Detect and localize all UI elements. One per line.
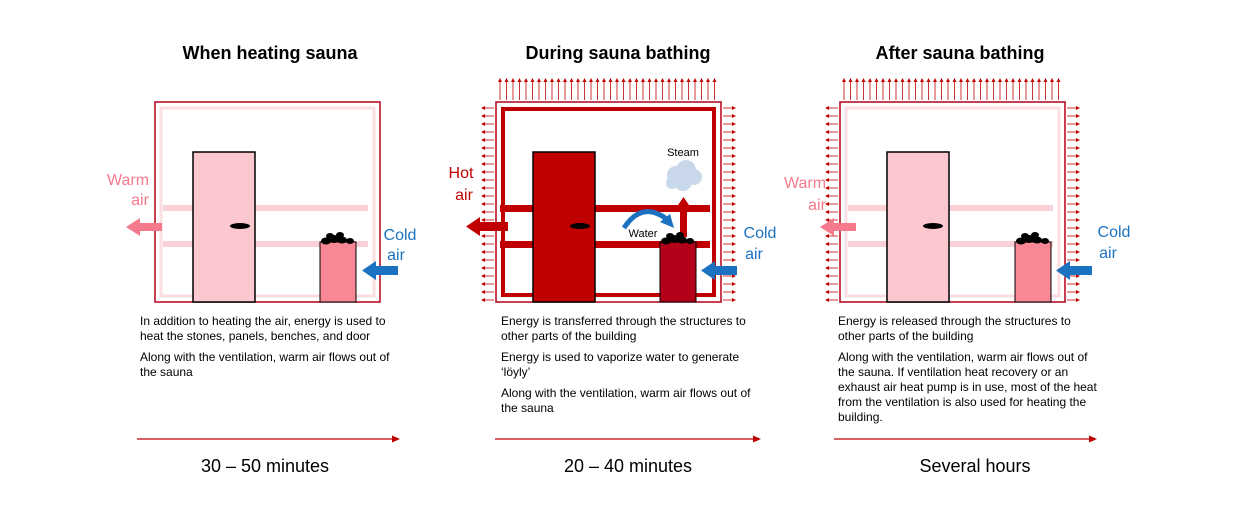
steam-label: Steam: [667, 147, 699, 159]
duration-label: Several hours: [919, 456, 1031, 476]
cold-air-arrow: [1056, 261, 1092, 280]
bench-lower: [500, 241, 710, 248]
stones-icon: [321, 232, 354, 245]
heat-flow-arrows-top: [842, 78, 1061, 100]
cold-air-label: Cold: [744, 225, 777, 242]
hot-air-arrow: [466, 217, 508, 236]
cold-air-arrow: [362, 261, 398, 280]
steam-rise-arrow: [676, 197, 691, 237]
description-line: Energy is transferred through the struct…: [501, 314, 746, 343]
duration-label: 20 – 40 minutes: [563, 456, 693, 476]
bench-lower: [163, 241, 368, 247]
water-throw-arrow: [621, 209, 674, 230]
stove: [1014, 241, 1052, 303]
warm-air-label-2: air: [131, 192, 149, 209]
door-handle: [570, 223, 590, 229]
warm-air-arrow: [126, 218, 162, 236]
cold-air-label-2: air: [745, 246, 763, 263]
sauna-diagram-heating: Warm air Cold air: [107, 101, 417, 303]
cold-air-label-2: air: [1099, 245, 1117, 262]
sauna-diagram-bathing: Steam Water Hot air Cold air: [449, 78, 777, 303]
description-line: Energy is released through the structure…: [838, 314, 1071, 343]
panel-title: After sauna bathing: [875, 43, 1045, 63]
stove: [319, 241, 357, 303]
inner-wall-glow: [159, 106, 376, 298]
heat-flow-arrows-left: [481, 106, 494, 302]
hot-air-label-2: air: [455, 187, 473, 204]
cold-air-arrow: [701, 261, 737, 280]
warm-air-label: Warm: [784, 175, 826, 192]
heat-flow-arrows-right: [1067, 106, 1080, 302]
description-line: In addition to heating the air, energy i…: [140, 314, 386, 343]
hot-air-label: Hot: [449, 165, 474, 182]
bench-upper: [500, 205, 710, 212]
cold-air-label: Cold: [1098, 224, 1131, 241]
panel-bathing: During sauna bathing Steam: [428, 0, 808, 526]
description-line: Energy is used to vaporize water to gene…: [501, 350, 740, 379]
steam-cloud-icon: [666, 160, 702, 191]
bench-upper: [163, 205, 368, 211]
door-handle: [923, 223, 943, 229]
inner-wall-hot: [501, 107, 716, 297]
timeline-arrow: [137, 435, 400, 443]
panel-after: After sauna bathing Warm air: [770, 0, 1150, 526]
inner-wall-glow: [844, 106, 1061, 298]
bench-upper: [848, 205, 1053, 211]
panel-heating: When heating sauna Warm air Cold air: [80, 0, 460, 526]
heat-flow-arrows-top: [498, 78, 717, 100]
warm-air-label: Warm: [107, 172, 149, 189]
warm-air-arrow: [820, 218, 856, 236]
heat-flow-arrows-left: [825, 106, 838, 302]
sauna-diagram-after: Warm air Cold air: [784, 78, 1131, 303]
bench-lower: [848, 241, 1053, 247]
stove: [659, 241, 697, 303]
timeline-arrow: [495, 435, 761, 443]
timeline-arrow: [834, 435, 1097, 443]
door: [886, 151, 950, 303]
duration-label: 30 – 50 minutes: [200, 456, 330, 476]
cold-air-label: Cold: [384, 227, 417, 244]
description: In addition to heating the air, energy i…: [140, 314, 405, 386]
water-label: Water: [629, 228, 658, 240]
cold-air-label-2: air: [387, 247, 405, 264]
description: Energy is released through the structure…: [838, 314, 1100, 431]
warm-air-label-2: air: [808, 197, 826, 214]
stones-icon: [661, 232, 694, 245]
description-line: Along with the ventilation, warm air flo…: [140, 350, 390, 379]
description-line: Along with the ventilation, warm air flo…: [838, 350, 1097, 424]
stones-icon: [1016, 232, 1049, 245]
panel-title: During sauna bathing: [525, 43, 711, 63]
description-line: Along with the ventilation, warm air flo…: [501, 386, 751, 415]
panel-title: When heating sauna: [182, 43, 358, 63]
door-handle: [230, 223, 250, 229]
description: Energy is transferred through the struct…: [501, 314, 766, 422]
